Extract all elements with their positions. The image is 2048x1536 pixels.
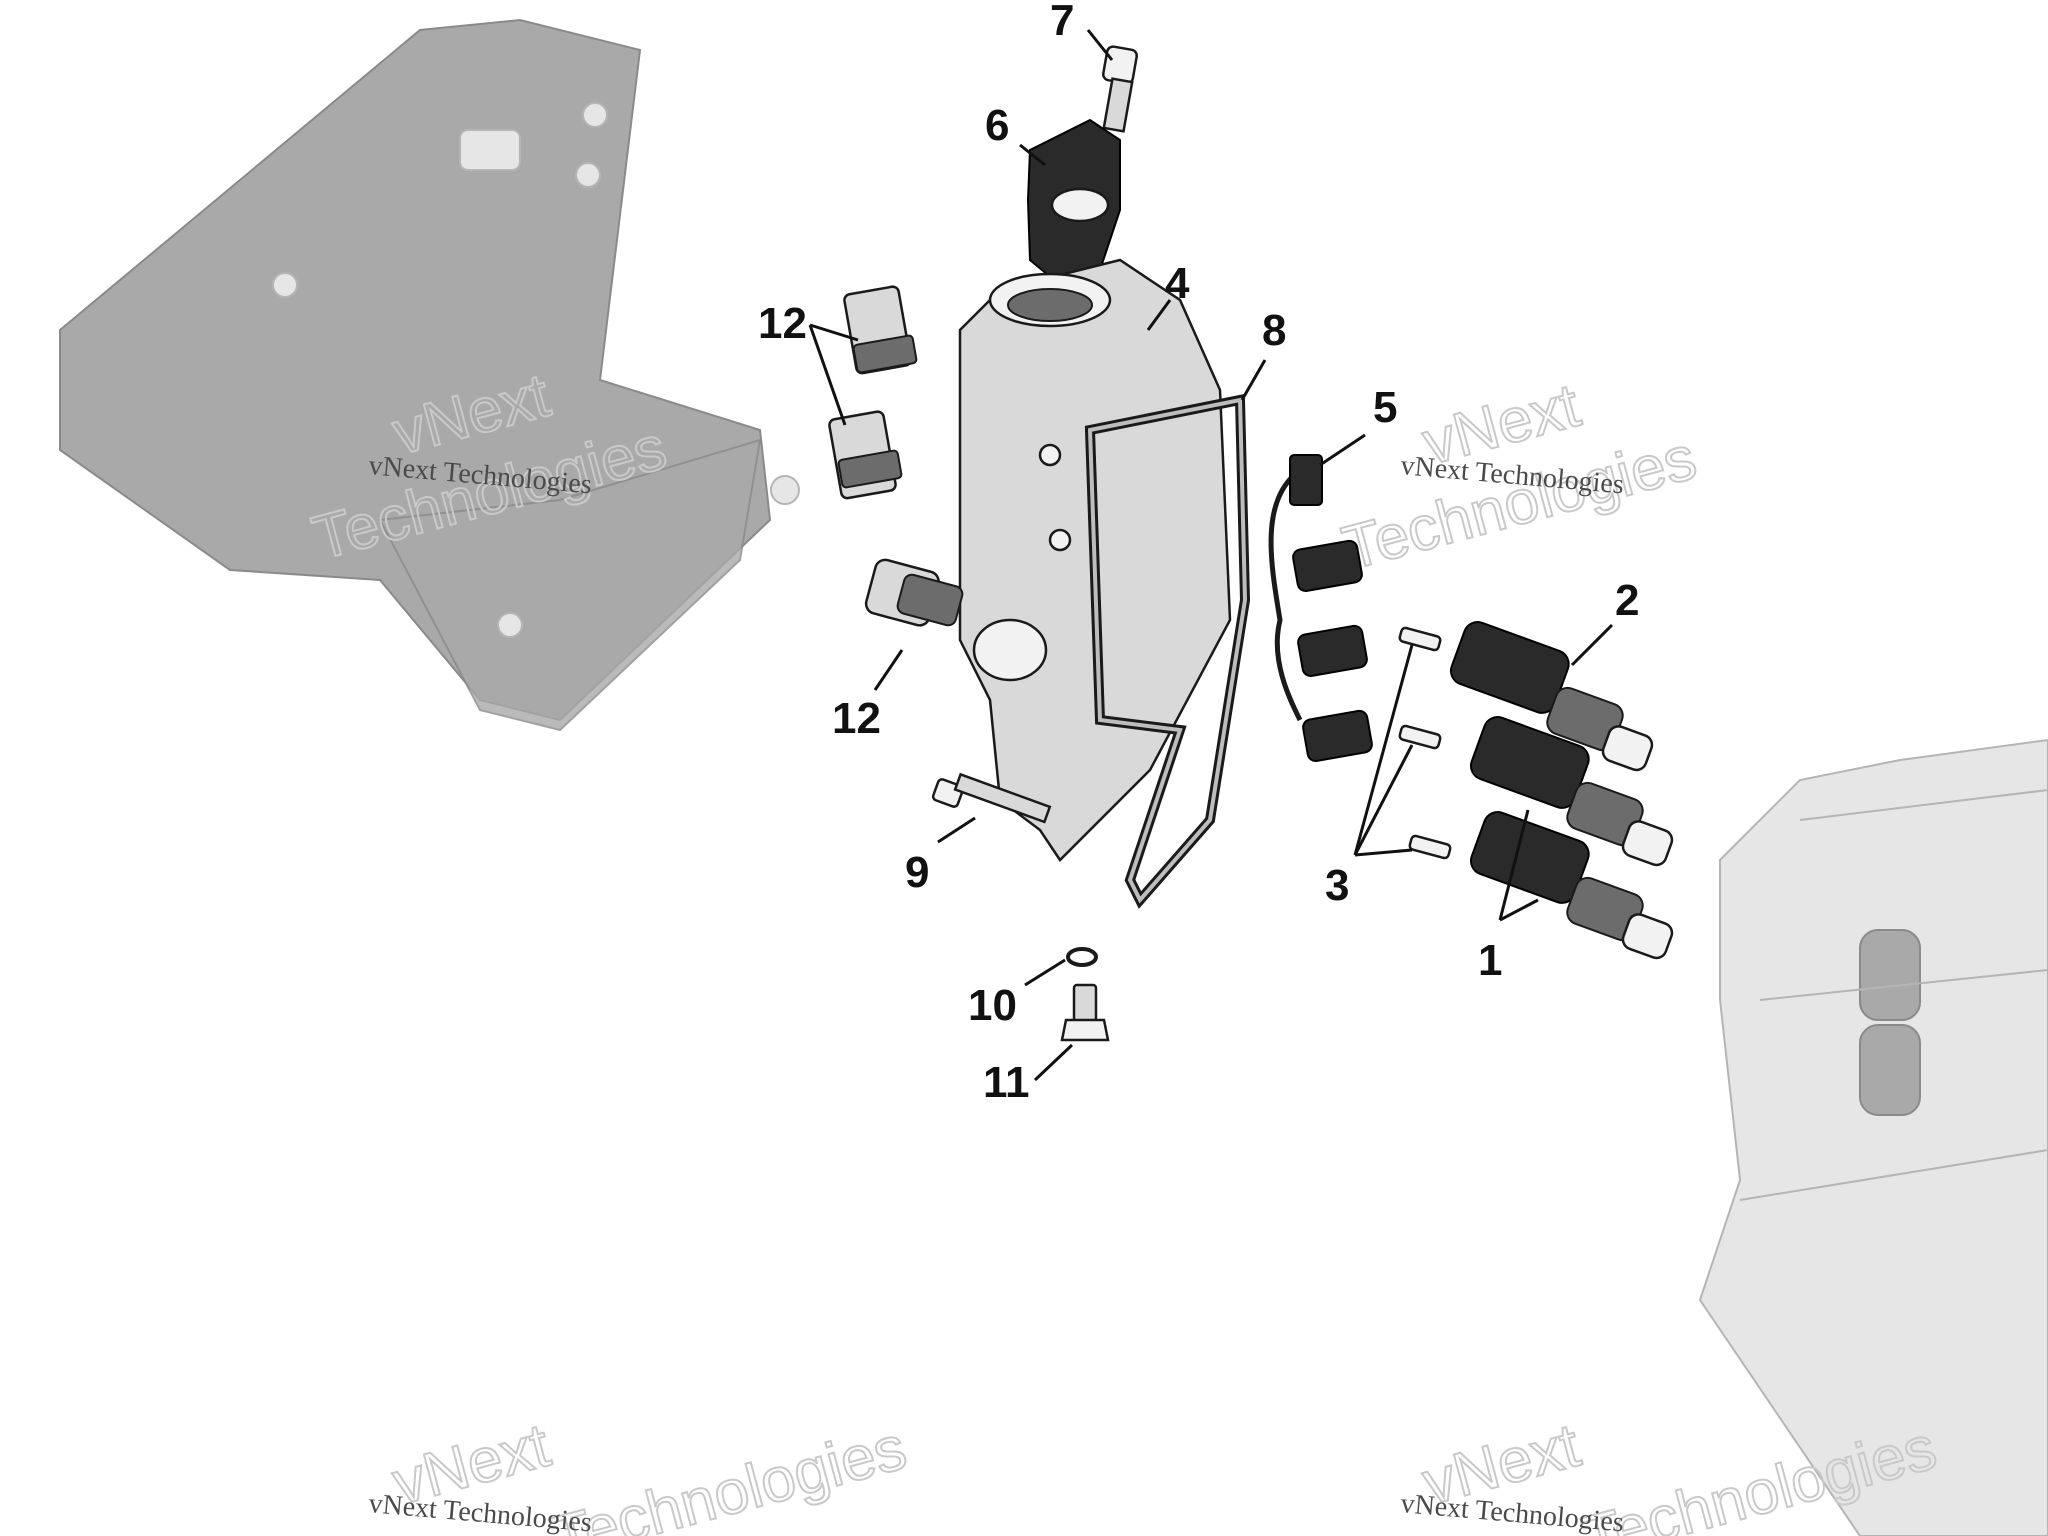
watermark-bottom-left: vNext Technologies vNext Technologies — [367, 1410, 914, 1536]
part-8-gasket — [1084, 393, 1251, 909]
callout-7: 7 — [1050, 0, 1074, 45]
callout-10: 10 — [968, 981, 1017, 1030]
part-1-2-solenoids — [1449, 621, 1674, 960]
callout-4: 4 — [1165, 259, 1190, 308]
part-3-bolts — [1398, 626, 1452, 860]
callout-12-upper: 12 — [758, 299, 807, 348]
ghost-engine-cover — [59, 18, 800, 732]
part-9-bolt — [931, 772, 1052, 824]
callouts: 7 6 4 8 5 2 3 1 12 12 9 10 11 — [758, 0, 1639, 1107]
callout-11: 11 — [983, 1058, 1030, 1107]
part-11-plug — [1060, 983, 1110, 1042]
callout-9: 9 — [905, 848, 929, 897]
callout-1: 1 — [1478, 936, 1502, 985]
part-7-bolt — [1101, 45, 1139, 133]
callout-3: 3 — [1325, 861, 1349, 910]
watermark-brand-sub: Technologies — [546, 1413, 913, 1536]
callout-5: 5 — [1373, 383, 1397, 432]
callout-12-lower: 12 — [832, 694, 881, 743]
leader-lines — [808, 29, 1614, 1082]
part-1-solenoid-upper — [1469, 716, 1674, 867]
part-5-harness — [1268, 454, 1373, 762]
callout-8: 8 — [1262, 306, 1286, 355]
part-6-sensor — [1026, 118, 1121, 287]
ghost-engine-block — [1698, 738, 2048, 1536]
callout-6: 6 — [985, 101, 1009, 150]
part-2-solenoid — [1449, 621, 1654, 772]
callout-2: 2 — [1615, 576, 1639, 625]
part-10-washer — [1066, 947, 1098, 967]
part-12-sensors — [828, 285, 964, 627]
part-1-solenoid-lower — [1469, 811, 1674, 960]
